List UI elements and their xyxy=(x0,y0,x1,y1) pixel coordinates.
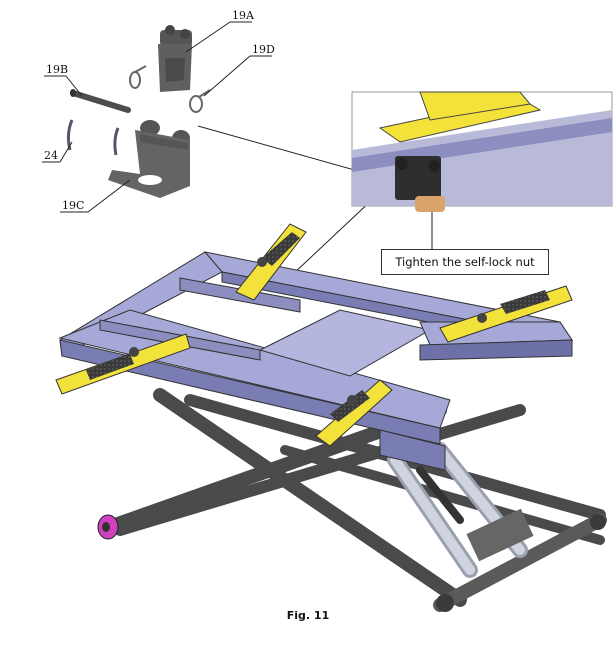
callout-19a: 19A xyxy=(232,9,255,22)
callout-19d: 19D xyxy=(252,43,275,56)
callout-19b: 19B xyxy=(46,63,68,76)
part-19a-bracket xyxy=(158,25,192,92)
lift-pad-rear-left xyxy=(235,223,307,301)
scissor-arms xyxy=(108,388,606,607)
hydraulic-cylinders xyxy=(387,442,534,578)
part-24-clip xyxy=(66,119,120,156)
callout-24: 24 xyxy=(44,149,58,162)
lift-pad-front-left xyxy=(55,333,191,395)
lift-pad-rear-right xyxy=(439,285,573,343)
self-lock-nut-note: Tighten the self-lock nut xyxy=(381,249,549,275)
figure-caption: Fig. 11 xyxy=(286,609,330,622)
end-cap-left xyxy=(97,514,119,540)
part-19c-base xyxy=(108,120,190,198)
callout-leaders xyxy=(42,21,391,291)
base-rails xyxy=(433,513,607,612)
detail-inset xyxy=(351,91,613,249)
lift-pad-front-right xyxy=(315,379,393,447)
callout-19c: 19C xyxy=(62,199,84,212)
part-19d-clips xyxy=(129,65,211,113)
